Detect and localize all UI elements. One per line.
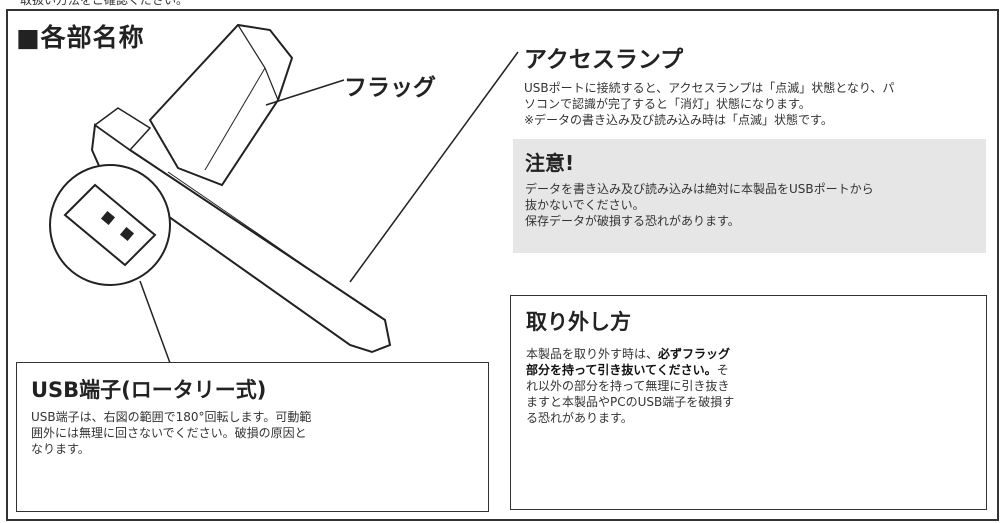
flag-label: フラッグ bbox=[344, 75, 436, 101]
section-title: ■各部名称 bbox=[16, 23, 145, 52]
flag-part bbox=[148, 23, 294, 187]
usb-terminal-title: USB端子(ロータリー式) bbox=[31, 378, 267, 402]
usb-terminal-box: USB端子(ロータリー式) USB端子は、右図の範囲で180°回転します。可動範… bbox=[16, 362, 489, 512]
caution-box: 注意! データを書き込み及び読み込みは絶対に本製品をUSBポートから 抜かないで… bbox=[513, 139, 986, 253]
top-cut-text: 取扱い方法をご確認ください。 bbox=[20, 0, 189, 7]
access-lamp-title: アクセスランプ bbox=[524, 47, 684, 73]
caution-title: 注意! bbox=[525, 151, 575, 175]
usb-terminal-text: USB端子は、右図の範囲で180°回転します。可動範囲外には無理に回さないでくだ… bbox=[31, 410, 312, 456]
caution-text: データを書き込み及び読み込みは絶対に本製品をUSBポートから 抜かないでください… bbox=[525, 182, 874, 228]
removal-title: 取り外し方 bbox=[526, 310, 631, 334]
removal-text: 本製品を取り外す時は、必ずフラッグ部分を持って引き抜いてください。それ以外の部分… bbox=[526, 347, 735, 425]
access-lamp-description: USBポートに接続すると、アクセスランプは「点滅」状態となり、パ ソコンで認識が… bbox=[524, 81, 895, 127]
removal-box: 取り外し方 本製品を取り外す時は、必ずフラッグ部分を持って引き抜いてください。そ… bbox=[510, 295, 987, 510]
